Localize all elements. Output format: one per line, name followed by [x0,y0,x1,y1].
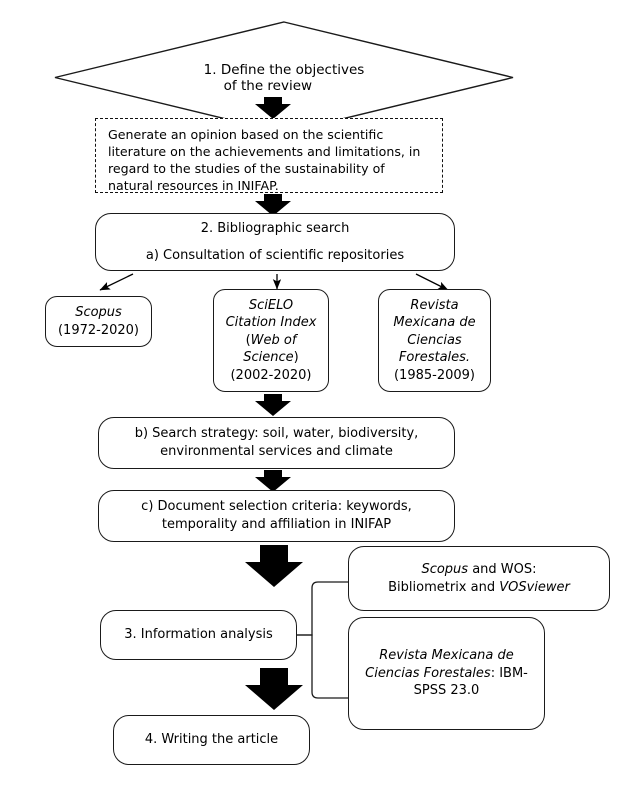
search-strategy-line-1: b) Search strategy: soil, water, biodive… [134,426,419,442]
opinion-line-4: natural resources in INIFAP. [108,178,279,193]
selection-criteria-line-2: temporality and affiliation in INIFAP [161,517,392,532]
scielo-years: (2002-2020) [230,367,312,383]
tools-revista-line-3: SPSS 23.0 [413,683,480,699]
node-bibliographic-search[interactable]: 2. Bibliographic search a) Consultation … [95,213,455,271]
tools-ibm-rest: : IBM- [490,665,528,681]
tools-bibliometrix: Bibliometrix and [388,579,500,595]
revista-years: (1985-2009) [393,367,475,383]
scielo-inner-line-1: Web of [250,332,297,348]
opinion-line-1: Generate an opinion based on the scienti… [108,127,384,142]
scielo-name-line-1: SciELO [248,297,294,313]
tools-wos-rest: and WOS: [468,561,537,577]
node-writing-article[interactable]: 4. Writing the article [113,715,310,765]
node-tools-revista-spss[interactable]: Revista Mexicana de Ciencias Forestales:… [348,617,545,730]
opinion-line-3: regard to the studies of the sustainabil… [108,161,385,176]
tools-scopus-wos-line-2: Bibliometrix and VOSviewer [388,579,570,597]
scielo-inner-line-2: Science [243,350,294,366]
bibliographic-search-subtitle: a) Consultation of scientific repositori… [145,247,405,263]
information-analysis-label: 3. Information analysis [124,627,273,643]
node-selection-criteria[interactable]: c) Document selection criteria: keywords… [98,490,455,542]
selection-criteria-line-1: c) Document selection criteria: keywords… [141,499,412,515]
arrow-analysis-to-writing [245,668,303,710]
scielo-name-line-2: Citation Index [225,315,317,331]
revista-name-line-4: Forestales. [398,350,471,366]
tools-scopus-italic: Scopus [421,561,469,577]
node-generate-opinion[interactable]: Generate an opinion based on the scienti… [95,118,443,193]
arrow-strategy-to-criteria [255,470,291,492]
scielo-paren-open: ( [245,332,251,348]
scielo-source-line-2: Science) [243,349,298,367]
opinion-line-2: literature on the achievements and limit… [108,144,421,159]
tools-revista-line-1: Revista Mexicana de [379,648,514,664]
tools-revista-italic-2: Ciencias Forestales [365,665,491,681]
node-information-analysis[interactable]: 3. Information analysis [100,610,297,660]
revista-name-line-2: Mexicana de [393,315,476,331]
revista-name-line-3: Ciencias [407,332,462,348]
arrow-criteria-to-analysis [245,545,303,587]
node-search-strategy[interactable]: b) Search strategy: soil, water, biodive… [98,417,455,469]
node-scielo[interactable]: SciELO Citation Index (Web of Science) (… [213,289,329,392]
tools-scopus-wos-line-1: Scopus and WOS: [421,561,536,579]
scopus-name: Scopus [75,304,122,320]
node-tools-scopus-wos[interactable]: Scopus and WOS: Bibliometrix and VOSview… [348,546,610,611]
node-revista-mexicana[interactable]: Revista Mexicana de Ciencias Forestales.… [378,289,491,392]
search-strategy-line-2: environmental services and climate [160,444,393,459]
writing-article-label: 4. Writing the article [144,732,279,748]
scopus-years: (1972-2020) [57,322,139,338]
tools-revista-line-2: Ciencias Forestales: IBM- [365,665,528,683]
scielo-source-line-1: (Web of [246,332,297,350]
arrow-opinion-to-search [255,194,291,216]
bibliographic-search-title: 2. Bibliographic search [200,220,350,236]
node-scopus[interactable]: Scopus (1972-2020) [45,296,152,347]
tools-vosviewer: VOSviewer [499,579,570,595]
arrow-objectives-to-opinion [255,97,291,119]
scielo-paren-close: ) [293,350,299,366]
arrow-repositories-to-strategy [255,394,291,416]
revista-name-line-1: Revista [410,297,459,313]
